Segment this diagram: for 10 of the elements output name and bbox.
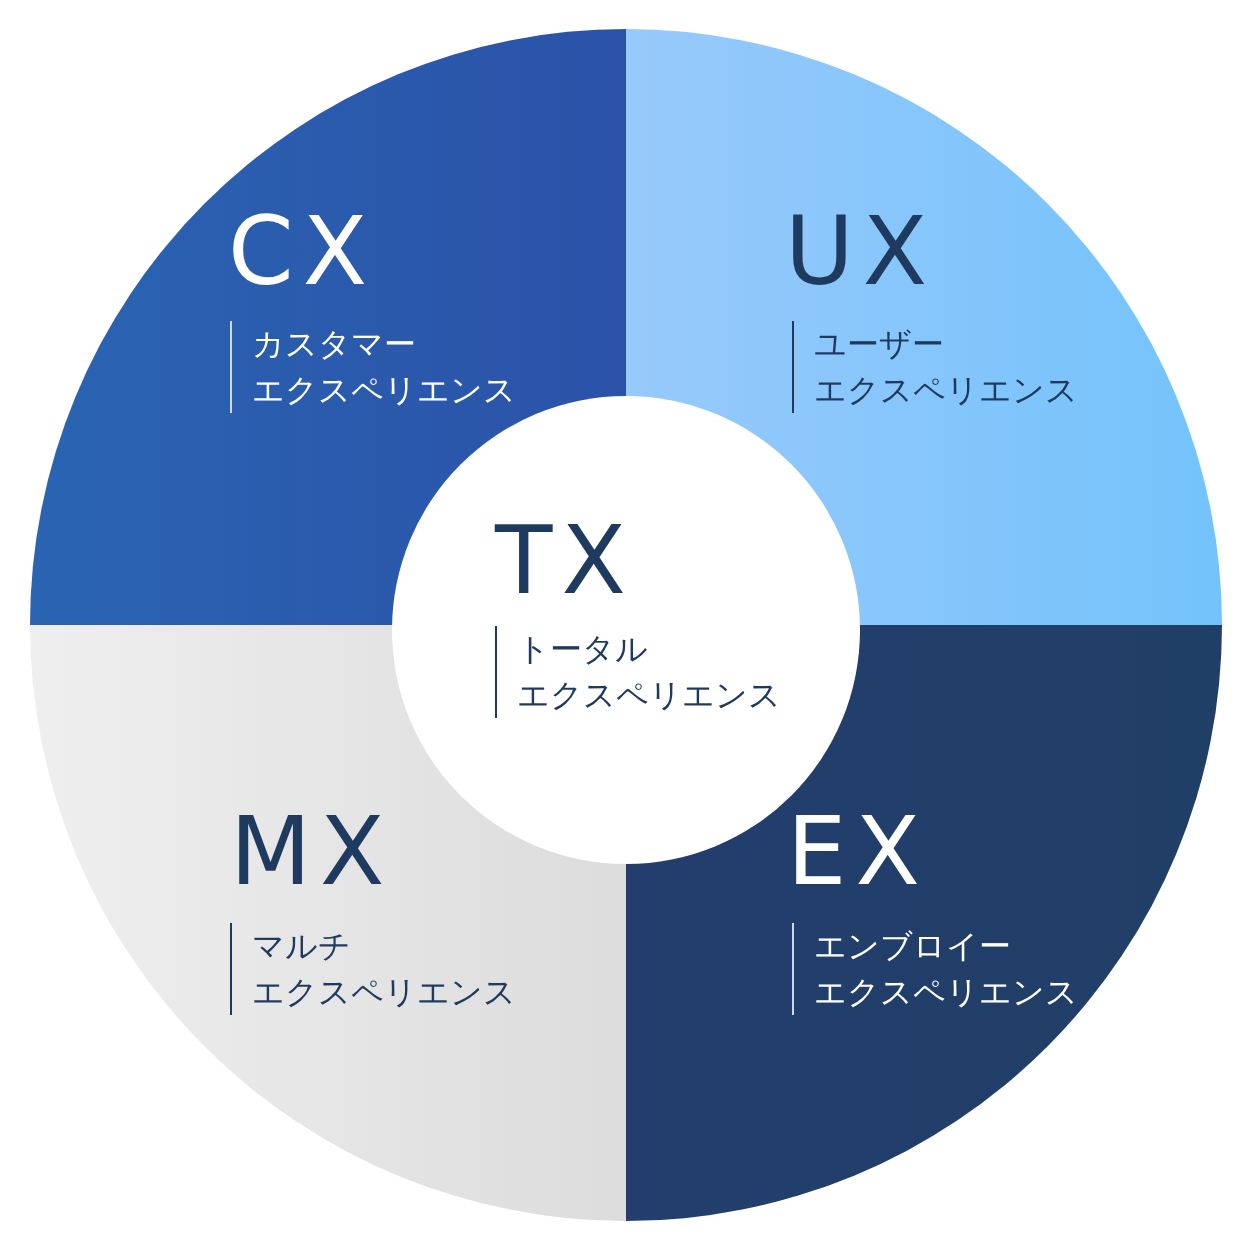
subtitle: マルチエクスペリエンス — [230, 923, 516, 1015]
heading: CX — [228, 205, 377, 299]
subtitle: カスタマーエクスペリエンス — [230, 321, 516, 413]
subtitle: ユーザーエクスペリエンス — [792, 321, 1078, 413]
subtitle: トータルエクスペリエンス — [495, 626, 781, 718]
subtitle: エンブロイーエクスペリエンス — [792, 923, 1078, 1015]
heading: TX — [495, 514, 635, 608]
heading: EX — [787, 805, 929, 899]
heading: MX — [230, 805, 394, 899]
heading: UX — [785, 205, 937, 299]
